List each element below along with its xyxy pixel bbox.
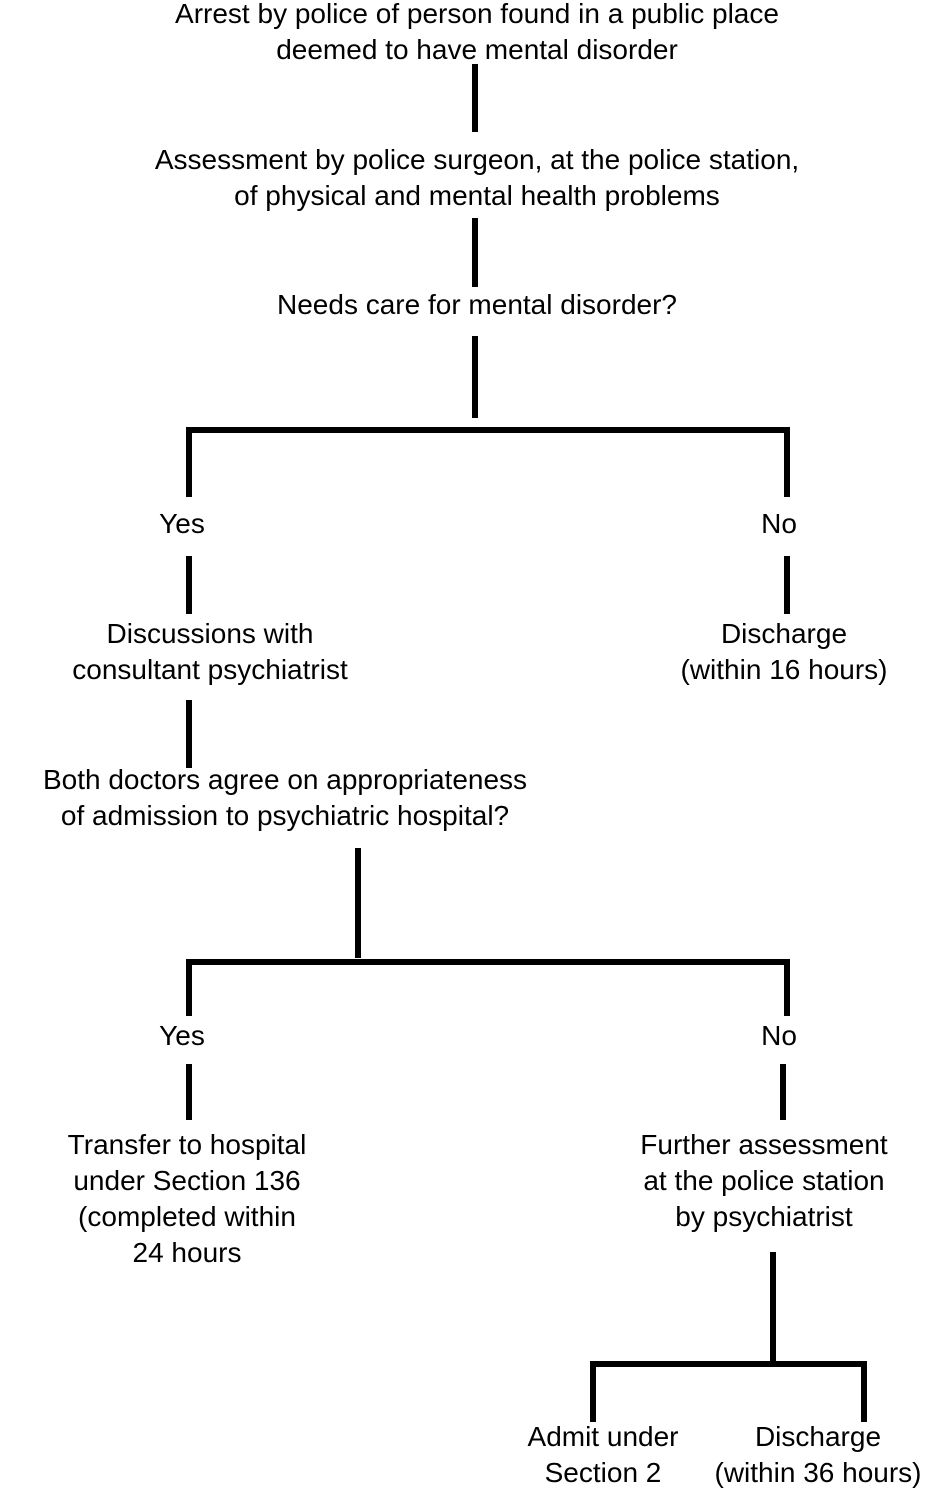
node-transfer-line-4: 24 hours: [132, 1237, 242, 1268]
node-discharge-16-line-1: Discharge: [720, 618, 848, 649]
node-transfer: Transfer to hospital under Section 136 (…: [68, 1127, 307, 1271]
branch-doctors-agree: [186, 959, 790, 1016]
node-transfer-line-1: Transfer to hospital: [67, 1129, 307, 1160]
node-doctors-agree-line-1: Both doctors agree on appropriateness: [42, 764, 528, 795]
node-admit-section-2: Admit under Section 2: [528, 1419, 679, 1491]
node-arrest: Arrest by police of person found in a pu…: [175, 0, 779, 68]
node-discussions-line-2: consultant psychiatrist: [72, 654, 348, 685]
node-discharge-16-line-2: (within 16 hours): [680, 654, 888, 685]
branch-further-assessment: [590, 1361, 867, 1422]
node-yes-2: Yes: [159, 1018, 205, 1054]
node-assessment: Assessment by police surgeon, at the pol…: [155, 142, 799, 214]
node-arrest-line-1: Arrest by police of person found in a pu…: [175, 0, 779, 29]
node-discharge-16: Discharge (within 16 hours): [681, 616, 888, 688]
node-yes-1-label: Yes: [159, 508, 205, 539]
node-no-1-label: No: [761, 508, 797, 539]
node-transfer-line-2: under Section 136: [73, 1165, 301, 1196]
node-doctors-agree-line-2: of admission to psychiatric hospital?: [60, 800, 510, 831]
node-discharge-36-line-1: Discharge: [754, 1421, 882, 1452]
node-doctors-agree: Both doctors agree on appropriateness of…: [43, 762, 527, 834]
node-discharge-36: Discharge (within 36 hours): [715, 1419, 922, 1491]
node-further-assessment-line-2: at the police station: [643, 1165, 885, 1196]
node-arrest-line-2: deemed to have mental disorder: [276, 34, 678, 65]
node-further-assessment: Further assessment at the police station…: [640, 1127, 887, 1235]
node-no-1: No: [761, 506, 797, 542]
node-needs-care-line-1: Needs care for mental disorder?: [277, 289, 677, 320]
node-discussions-line-1: Discussions with: [106, 618, 314, 649]
branch-needs-care: [186, 427, 790, 497]
node-discussions: Discussions with consultant psychiatrist: [72, 616, 347, 688]
node-transfer-line-3: (completed within: [78, 1201, 296, 1232]
node-no-2: No: [761, 1018, 797, 1054]
node-admit-section-2-line-2: Section 2: [544, 1457, 662, 1488]
node-discharge-36-line-2: (within 36 hours): [714, 1457, 922, 1488]
node-assessment-line-2: of physical and mental health problems: [234, 180, 720, 211]
node-needs-care: Needs care for mental disorder?: [277, 287, 677, 323]
node-yes-2-label: Yes: [159, 1020, 205, 1051]
node-no-2-label: No: [761, 1020, 797, 1051]
node-assessment-line-1: Assessment by police surgeon, at the pol…: [154, 144, 800, 175]
node-admit-section-2-line-1: Admit under: [527, 1421, 679, 1452]
node-yes-1: Yes: [159, 506, 205, 542]
node-further-assessment-line-3: by psychiatrist: [675, 1201, 853, 1232]
node-further-assessment-line-1: Further assessment: [640, 1129, 888, 1160]
